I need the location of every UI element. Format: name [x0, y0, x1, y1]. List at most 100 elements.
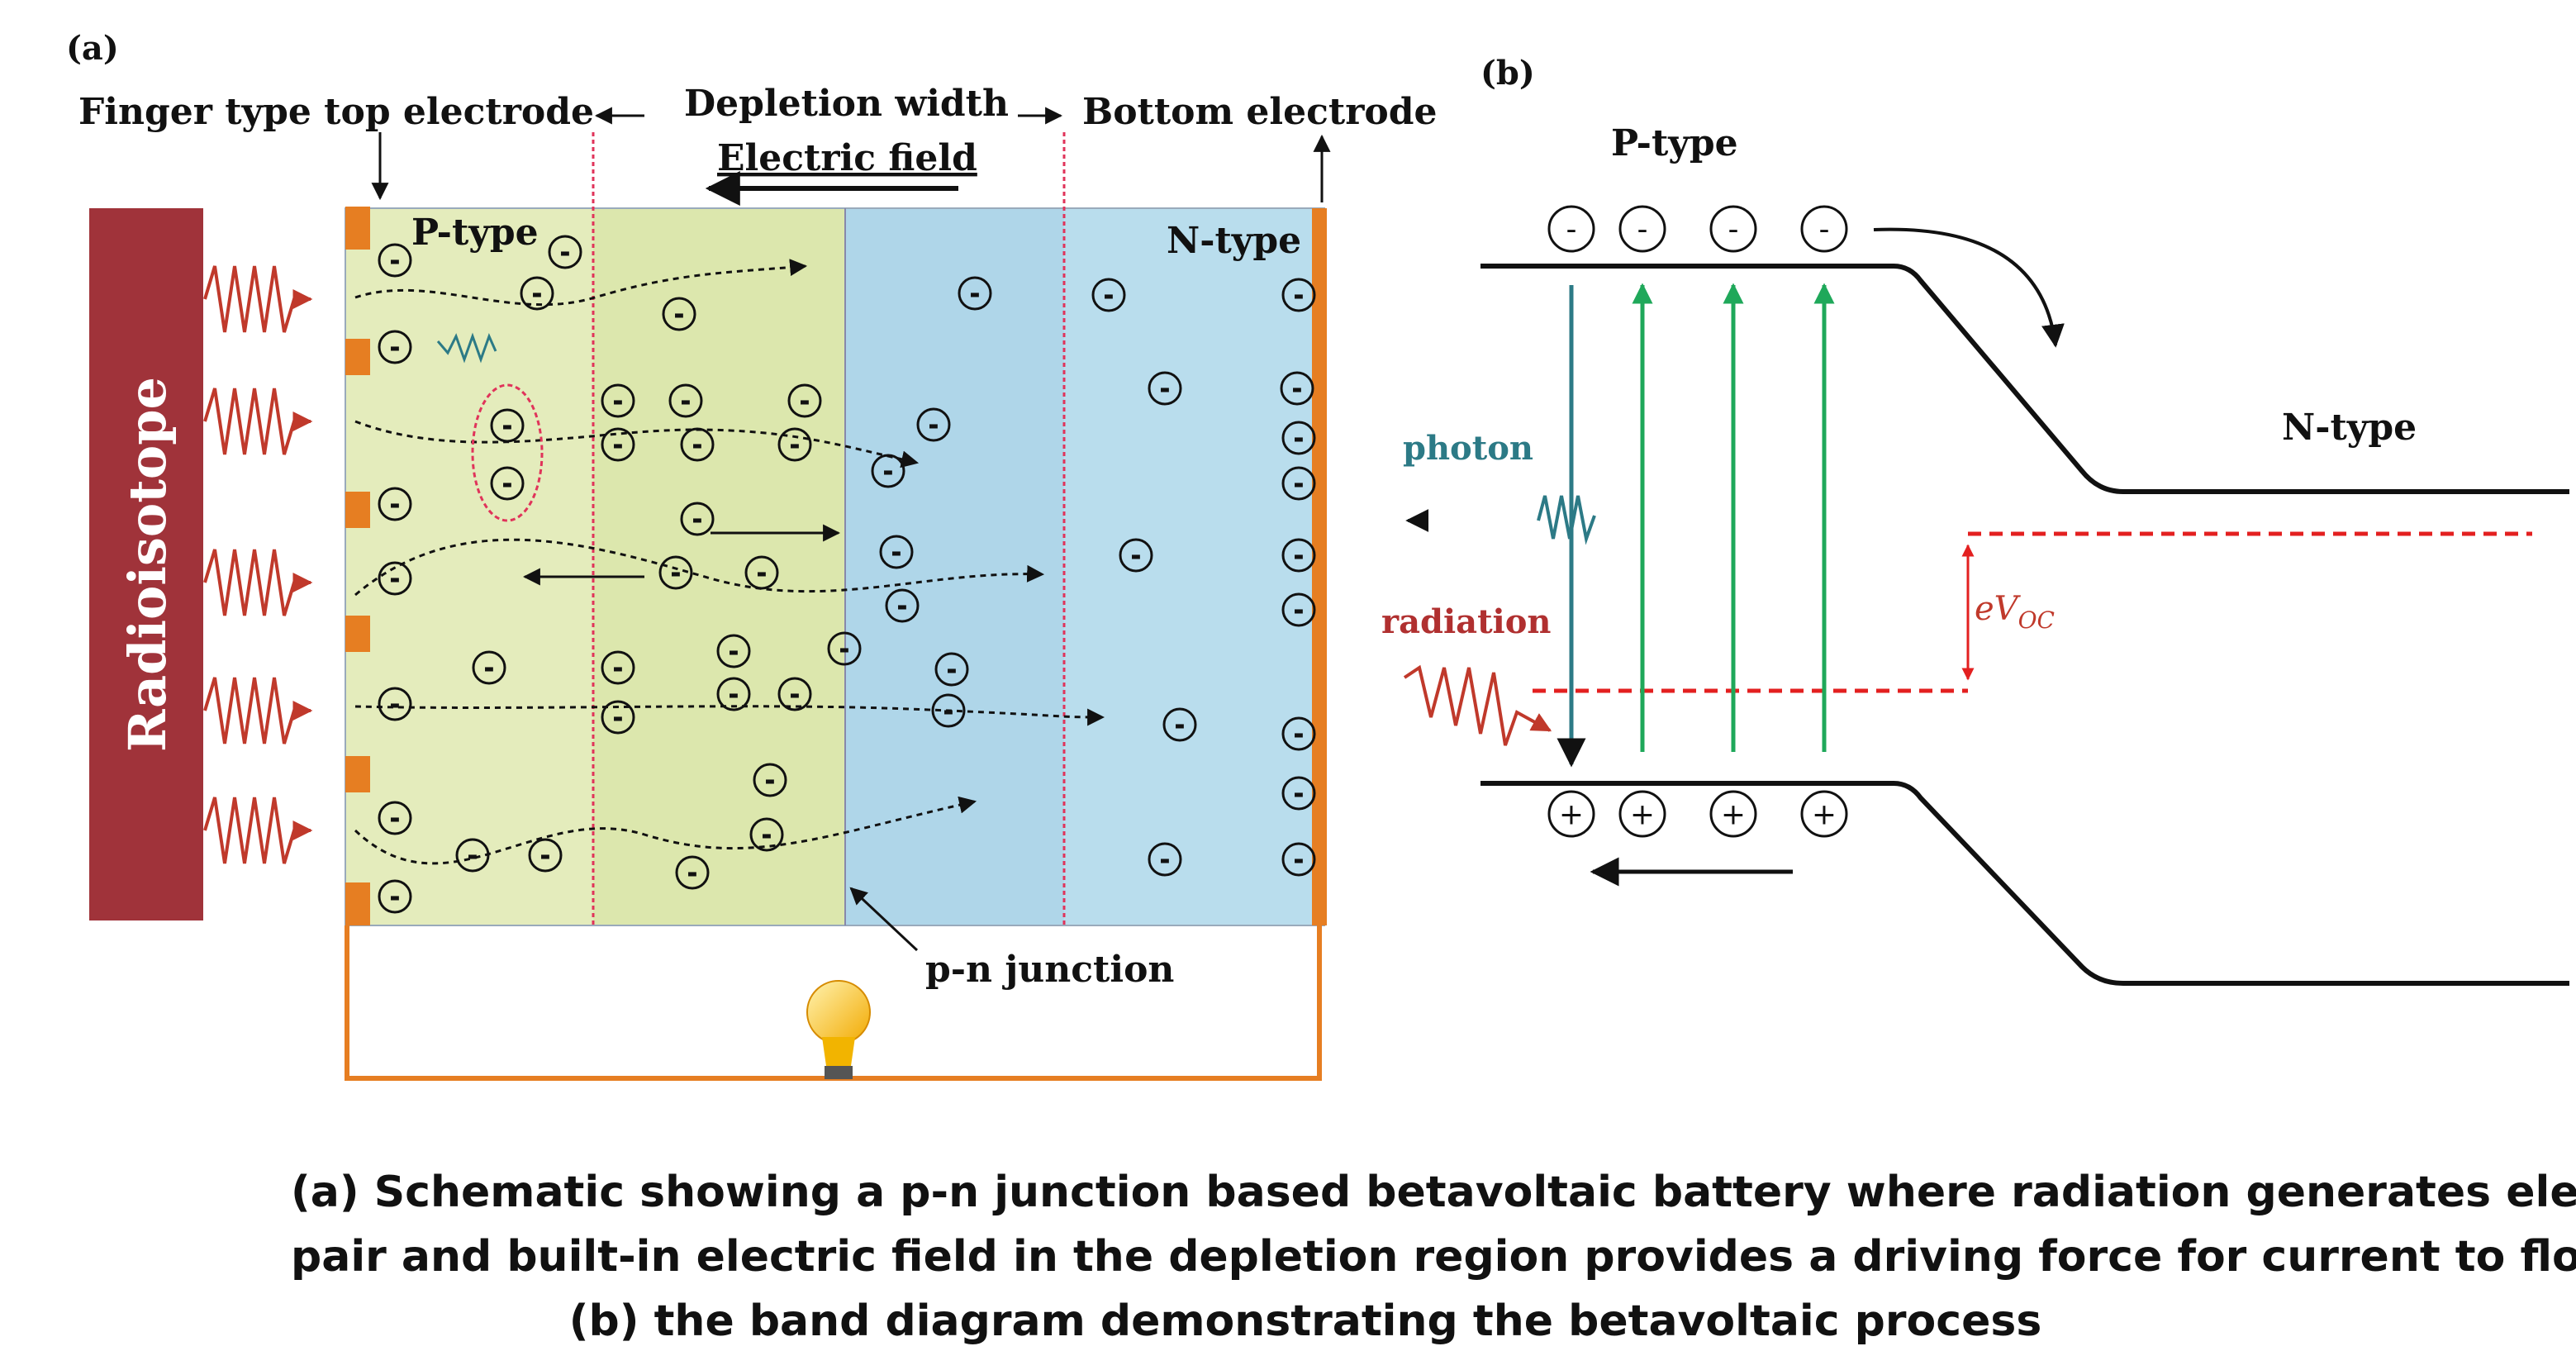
svg-text:-: - [1295, 283, 1302, 308]
electron-carrier: - [658, 555, 693, 590]
svg-text:-: - [561, 240, 568, 265]
electron-carrier: - [675, 855, 710, 890]
svg-text:-: - [391, 692, 398, 717]
svg-text:-: - [1728, 213, 1739, 247]
caption-line-2: pair and built-in electric field in the … [291, 1232, 2576, 1282]
electron-carrier: - [528, 838, 563, 873]
photon-wave-small [436, 332, 497, 364]
electron-carrier: - [827, 631, 862, 666]
svg-text:-: - [675, 302, 682, 327]
svg-text:+: + [1630, 798, 1655, 832]
electron-carrier: - [931, 693, 966, 728]
svg-text:+: + [1559, 798, 1584, 832]
svg-text:-: - [614, 389, 621, 414]
svg-text:-: - [693, 433, 701, 458]
electron-carrier: - [1281, 278, 1316, 312]
photon-wave-icon [1405, 495, 1596, 545]
p-type-label-a: P-type [411, 212, 539, 254]
svg-text:-: - [1295, 472, 1302, 497]
hole-carrier: + [1618, 790, 1666, 838]
electron-carrier: - [1148, 842, 1182, 877]
electron-carrier: - [885, 588, 920, 623]
electron-carrier: - [548, 235, 582, 269]
electron-carrier: - [716, 677, 751, 711]
radiation-wave-icon [1403, 664, 1552, 746]
conduction-band [1480, 264, 2569, 494]
svg-text:+: + [1812, 798, 1837, 832]
electron-carrier: - [378, 561, 412, 596]
svg-text:-: - [503, 414, 511, 439]
svg-text:-: - [391, 249, 398, 274]
depletion-p-side [593, 208, 845, 925]
electron-carrier: - [378, 330, 412, 364]
svg-text:-: - [766, 768, 773, 793]
electron-carrier: - [490, 408, 525, 443]
electron-carrier: - [1281, 716, 1316, 751]
radioisotope-label: Radioisotope [117, 377, 178, 752]
electron-carrier: - [680, 427, 715, 462]
svg-text:-: - [468, 844, 476, 868]
hole-carrier: + [1547, 790, 1595, 838]
electron-carrier: - [601, 650, 635, 685]
svg-text:-: - [533, 282, 540, 307]
svg-text:-: - [614, 433, 621, 458]
hole-carrier: + [1800, 790, 1848, 838]
electron-carrier: - [1281, 538, 1316, 573]
svg-text:-: - [391, 492, 398, 517]
electron-carrier: - [787, 383, 822, 418]
electron-carrier: - [753, 763, 787, 797]
electron-carrier: - [662, 297, 696, 331]
panel-b: (b) P-type N-type eVOC photon [1381, 54, 2569, 986]
svg-text:-: - [944, 699, 952, 724]
svg-text:-: - [1637, 213, 1648, 247]
svg-text:-: - [614, 656, 621, 681]
svg-text:-: - [1295, 544, 1302, 568]
electron-carrier: - [777, 677, 812, 711]
electron-hole-pair-highlight [471, 383, 544, 522]
panel-a: (a) Radioisotope [66, 29, 1438, 1081]
electron-flow-arrow [1873, 227, 2065, 348]
radioisotope-block [89, 208, 203, 920]
svg-text:-: - [1295, 598, 1302, 623]
electron-carrier: - [934, 652, 969, 687]
svg-text:-: - [791, 433, 798, 458]
svg-text:+: + [1721, 798, 1746, 832]
svg-text:-: - [391, 806, 398, 831]
depletion-width-label: Depletion width [684, 83, 1009, 125]
n-type-label-a: N-type [1167, 220, 1301, 262]
light-bulb-icon [806, 980, 871, 1079]
svg-text:-: - [892, 540, 900, 565]
svg-text:-: - [1295, 426, 1302, 451]
caption: (a) Schematic showing a p-n junction bas… [291, 1168, 2576, 1346]
electron-carrier: - [601, 700, 635, 735]
caption-line-3: (b) the band diagram demonstrating the b… [569, 1296, 2042, 1346]
svg-text:-: - [758, 561, 765, 586]
electron-carrier: - [601, 383, 635, 418]
electric-field-label: Electric field [717, 137, 977, 179]
electron-carrier: - [668, 383, 703, 418]
svg-text:-: - [1295, 848, 1302, 873]
svg-text:-: - [1161, 377, 1168, 402]
electron-carrier: - [1091, 278, 1126, 312]
depletion-n-side [845, 208, 1064, 925]
electron-carrier: - [490, 466, 525, 501]
electron-carrier: - [680, 502, 715, 536]
svg-text:-: - [485, 656, 492, 681]
electron-carrier: - [916, 407, 951, 442]
radiation-label: radiation [1381, 602, 1552, 641]
svg-text:-: - [1132, 544, 1139, 568]
electron-carrier: - [378, 243, 412, 278]
svg-text:-: - [1161, 848, 1168, 873]
electron-carrier: - [716, 634, 751, 668]
svg-text:-: - [1295, 722, 1302, 747]
svg-text:-: - [391, 885, 398, 910]
electron-carrier: - [1800, 205, 1848, 253]
electron-carrier: - [455, 838, 490, 873]
svg-text:-: - [693, 507, 701, 532]
voc-label: eVOC [1975, 590, 2055, 634]
svg-text:-: - [391, 567, 398, 592]
valence-band [1480, 781, 2569, 986]
electron-carrier: - [378, 801, 412, 835]
svg-text:-: - [688, 861, 696, 886]
